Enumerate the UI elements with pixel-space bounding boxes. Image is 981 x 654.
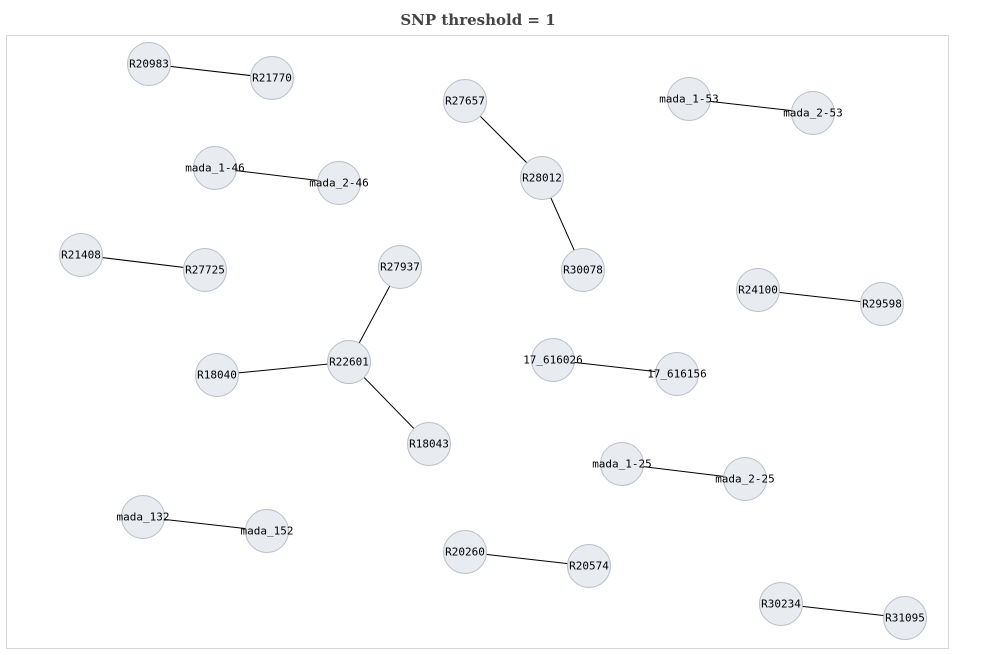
node-circle <box>791 91 835 135</box>
node-circle <box>250 56 294 100</box>
node-circle <box>195 353 239 397</box>
node-R30078: R30078 <box>561 248 605 292</box>
node-circle <box>378 245 422 289</box>
node-circle <box>327 340 371 384</box>
node-label: R27725 <box>185 264 225 277</box>
node-circle <box>193 146 237 190</box>
node-circle <box>121 495 165 539</box>
node-circle <box>655 352 699 396</box>
node-mada_2-53: mada_2-53 <box>783 91 843 135</box>
node-R29598: R29598 <box>860 282 904 326</box>
node-circle <box>860 282 904 326</box>
node-mada_1-25: mada_1-25 <box>592 442 652 486</box>
node-circle <box>883 596 927 640</box>
node-label: 17_616026 <box>523 354 583 367</box>
node-label: R22601 <box>329 356 369 369</box>
node-label: R27657 <box>445 95 485 108</box>
node-circle <box>59 233 103 277</box>
node-circle <box>317 161 361 205</box>
node-R18040: R18040 <box>195 353 239 397</box>
edges-layer <box>80 63 906 619</box>
node-label: R20574 <box>569 560 609 573</box>
node-R27725: R27725 <box>183 248 227 292</box>
node-circle <box>723 457 767 501</box>
node-circle <box>736 268 780 312</box>
node-circle <box>759 582 803 626</box>
node-label: R31095 <box>885 612 925 625</box>
node-circle <box>667 77 711 121</box>
node-R27937: R27937 <box>378 245 422 289</box>
node-17_616026: 17_616026 <box>523 338 583 382</box>
node-circle <box>520 156 564 200</box>
node-circle <box>531 338 575 382</box>
graph-title: SNP threshold = 1 <box>400 11 556 29</box>
edge-R18040-R22601 <box>216 361 350 376</box>
node-circle <box>600 442 644 486</box>
node-R21770: R21770 <box>250 56 294 100</box>
node-17_616156: 17_616156 <box>647 352 707 396</box>
node-mada_2-46: mada_2-46 <box>309 161 369 205</box>
node-mada_152: mada_152 <box>241 509 294 553</box>
node-circle <box>567 544 611 588</box>
node-label: mada_2-46 <box>309 177 369 190</box>
node-label: mada_152 <box>241 525 294 538</box>
node-circle <box>407 422 451 466</box>
node-R20260: R20260 <box>443 530 487 574</box>
node-mada_132: mada_132 <box>117 495 170 539</box>
node-label: R28012 <box>522 172 562 185</box>
node-label: R18040 <box>197 369 237 382</box>
node-label: 17_616156 <box>647 368 707 381</box>
node-R20983: R20983 <box>127 42 171 86</box>
node-circle <box>245 509 289 553</box>
node-R24100: R24100 <box>736 268 780 312</box>
node-label: R24100 <box>738 284 778 297</box>
node-circle <box>183 248 227 292</box>
node-label: R20260 <box>445 546 485 559</box>
node-label: R18043 <box>409 438 449 451</box>
node-label: mada_1-25 <box>592 458 652 471</box>
node-circle <box>443 79 487 123</box>
node-R22601: R22601 <box>327 340 371 384</box>
node-label: mada_1-46 <box>185 162 245 175</box>
node-R27657: R27657 <box>443 79 487 123</box>
node-label: R20983 <box>129 58 169 71</box>
node-mada_1-53: mada_1-53 <box>659 77 719 121</box>
node-label: R29598 <box>862 298 902 311</box>
node-label: mada_1-53 <box>659 93 719 106</box>
node-circle <box>443 530 487 574</box>
node-circle <box>561 248 605 292</box>
node-R20574: R20574 <box>567 544 611 588</box>
node-mada_1-46: mada_1-46 <box>185 146 245 190</box>
node-label: mada_2-53 <box>783 107 843 120</box>
node-label: R27937 <box>380 261 420 274</box>
node-R18043: R18043 <box>407 422 451 466</box>
node-label: R21770 <box>252 72 292 85</box>
graph-frame <box>6 35 949 649</box>
node-label: R21408 <box>61 249 101 262</box>
node-R21408: R21408 <box>59 233 103 277</box>
node-label: R30078 <box>563 264 603 277</box>
node-R30234: R30234 <box>759 582 803 626</box>
node-R28012: R28012 <box>520 156 564 200</box>
node-label: mada_2-25 <box>715 473 775 486</box>
node-R31095: R31095 <box>883 596 927 640</box>
node-label: R30234 <box>761 598 801 611</box>
node-mada_2-25: mada_2-25 <box>715 457 775 501</box>
node-circle <box>127 42 171 86</box>
node-label: mada_132 <box>117 511 170 524</box>
